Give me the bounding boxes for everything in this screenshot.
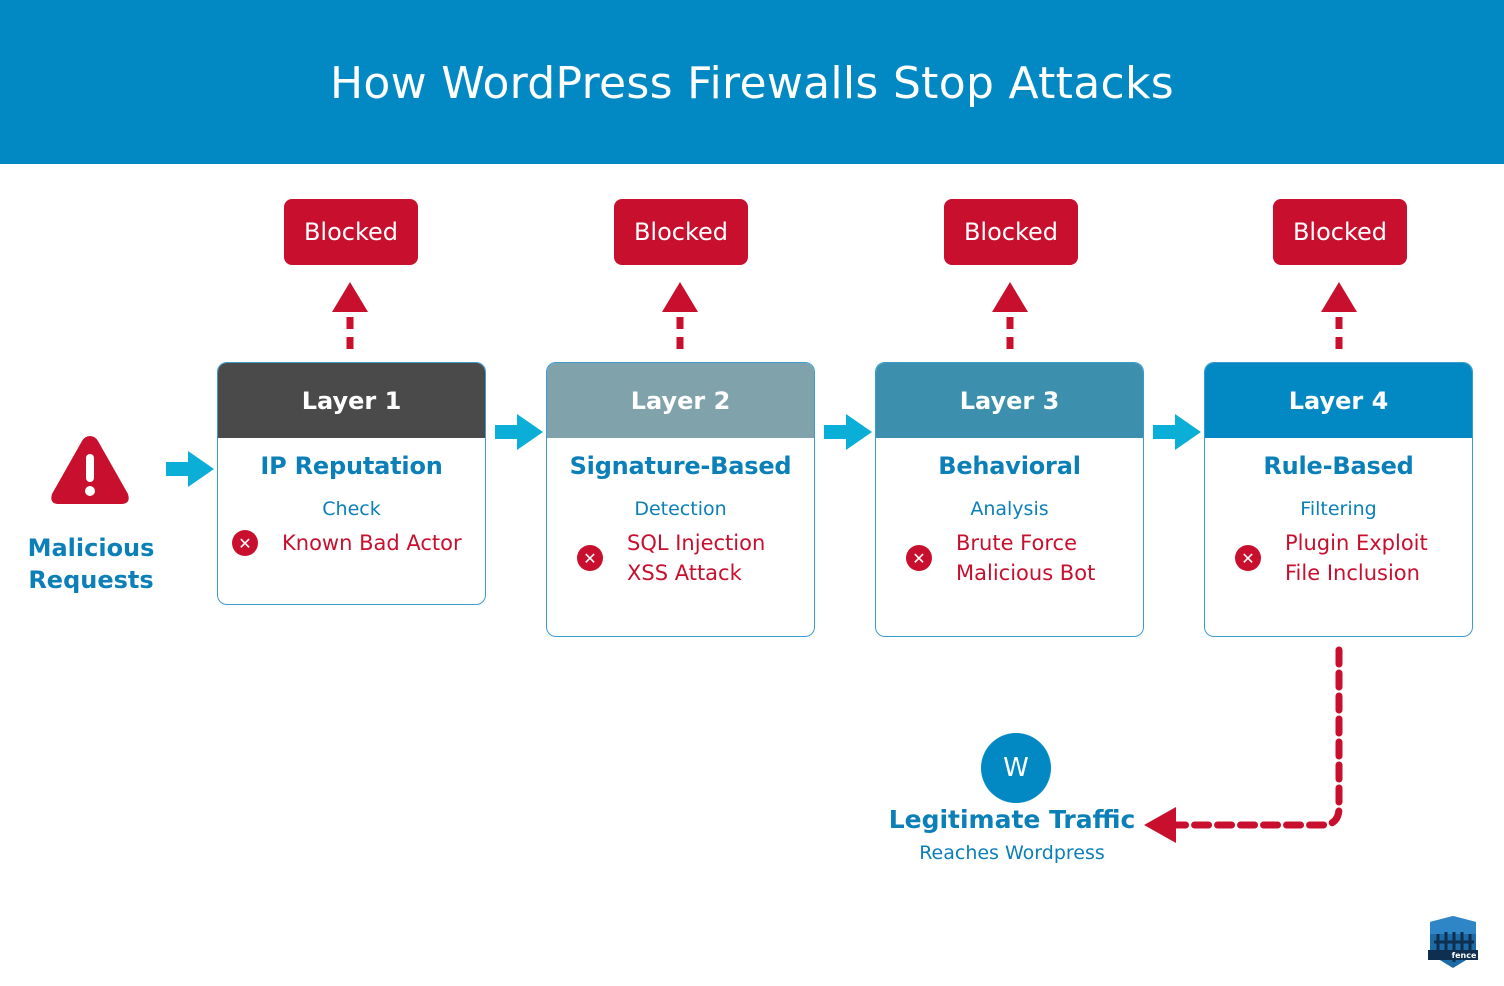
layer-header: Layer 3 [876, 363, 1143, 438]
layer-card-4: Layer 4 Rule-Based Filtering ✕ Plugin Ex… [1204, 362, 1473, 637]
blocked-badge-4: Blocked [1273, 199, 1407, 265]
blocked-x-icon: ✕ [577, 545, 603, 571]
blocked-badge-2: Blocked [614, 199, 748, 265]
blocked-arrow-3 [992, 282, 1028, 349]
blocked-x-icon: ✕ [1235, 545, 1261, 571]
blocked-arrow-4 [1321, 282, 1357, 349]
svg-text:fence: fence [1452, 951, 1477, 960]
threat-list: ✕ Brute Force Malicious Bot [876, 528, 1143, 588]
threat-item: Known Bad Actor [282, 531, 462, 555]
wordpress-icon: W [981, 733, 1051, 803]
layer-header: Layer 2 [547, 363, 814, 438]
threat-item: Brute Force [956, 531, 1077, 555]
flow-arrow-source [166, 451, 214, 487]
flow-arrows [166, 414, 1201, 487]
wordfence-logo: fence [1428, 916, 1478, 968]
blocked-badge-3: Blocked [944, 199, 1078, 265]
layer-card-1: Layer 1 IP Reputation Check ✕ Known Bad … [217, 362, 486, 605]
threat-list: ✕ Plugin Exploit File Inclusion [1205, 528, 1472, 588]
threat-item: Malicious Bot [956, 561, 1096, 585]
layer-card-2: Layer 2 Signature-Based Detection ✕ SQL … [546, 362, 815, 637]
layer-title: Signature-Based [569, 452, 792, 480]
blocked-x-icon: ✕ [232, 530, 258, 556]
flow-arrow-3-4 [1153, 414, 1201, 450]
threat-item: Plugin Exploit [1285, 531, 1428, 555]
legitimate-traffic-subtitle: Reaches Wordpress [919, 842, 1105, 864]
legitimate-path [1144, 646, 1343, 843]
layer-subtitle: Check [322, 498, 381, 520]
threat-item: XSS Attack [627, 561, 742, 585]
blocked-badge-1: Blocked [284, 199, 418, 265]
blocked-arrow-2 [662, 282, 698, 349]
blocked-x-icon: ✕ [906, 545, 932, 571]
threat-list: ✕ Known Bad Actor [218, 528, 485, 558]
layer-subtitle: Analysis [970, 498, 1049, 520]
flow-arrow-1-2 [495, 414, 543, 450]
layer-title: Behavioral [938, 452, 1081, 480]
layer-subtitle: Detection [634, 498, 727, 520]
flow-arrow-2-3 [824, 414, 872, 450]
threat-item: SQL Injection [627, 531, 766, 555]
blocked-arrows [332, 282, 1357, 349]
malicious-requests-label: Malicious Requests [27, 534, 155, 594]
layer-card-3: Layer 3 Behavioral Analysis ✕ Brute Forc… [875, 362, 1144, 637]
layer-header: Layer 1 [218, 363, 485, 438]
threat-item: File Inclusion [1285, 561, 1420, 585]
page-header: How WordPress Firewalls Stop Attacks [0, 0, 1504, 164]
warning-icon [51, 436, 129, 504]
threat-list: ✕ SQL Injection XSS Attack [547, 528, 814, 588]
layer-title: Rule-Based [1263, 452, 1414, 480]
layer-subtitle: Filtering [1300, 498, 1377, 520]
legitimate-traffic-title: Legitimate Traffic [888, 805, 1136, 834]
layer-title: IP Reputation [260, 452, 443, 480]
layer-header: Layer 4 [1205, 363, 1472, 438]
blocked-arrow-1 [332, 282, 368, 349]
page-title: How WordPress Firewalls Stop Attacks [330, 57, 1174, 109]
